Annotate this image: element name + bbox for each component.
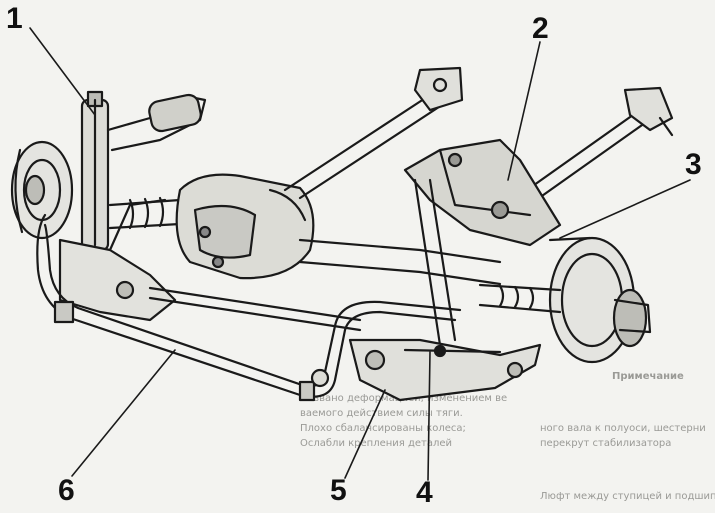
callout-3: 3 <box>685 148 702 181</box>
callout-4: 4 <box>416 476 433 509</box>
left-lower-arm <box>58 198 177 322</box>
left-upper-link <box>283 66 464 200</box>
bleed-text-heading: Примечание <box>612 371 684 382</box>
left-drive-shaft <box>108 196 182 230</box>
axle-tube <box>298 238 502 286</box>
upper-control-arm <box>403 138 562 247</box>
bleed-text-line: ного вала к полуоси, шестерни <box>540 423 706 434</box>
tie-rod <box>403 344 502 358</box>
lower-control-arm <box>348 338 542 402</box>
callout-1: 1 <box>6 2 23 35</box>
callout-2: 2 <box>532 12 549 45</box>
bleed-text-line: ваемого действием силы тяги. <box>300 408 463 419</box>
differential-housing <box>175 173 315 280</box>
right-wheel-hub <box>548 236 652 364</box>
lower-link-rod <box>148 286 362 332</box>
left-wheel-hub <box>10 140 74 240</box>
bleed-text-line: Ослабли крепления деталей <box>300 438 453 449</box>
bleed-text-line: Плохо сбалансированы колеса; <box>300 423 466 434</box>
right-drive-shaft <box>478 283 562 314</box>
right-upper-link <box>518 86 674 205</box>
leader-lines <box>29 27 691 481</box>
callout-6: 6 <box>58 474 75 507</box>
bleed-text-line: перекрут стабилизатора <box>540 438 672 449</box>
callout-5: 5 <box>330 474 347 507</box>
bleed-text-line: Люфт между ступицей и подшипником <box>540 491 715 502</box>
